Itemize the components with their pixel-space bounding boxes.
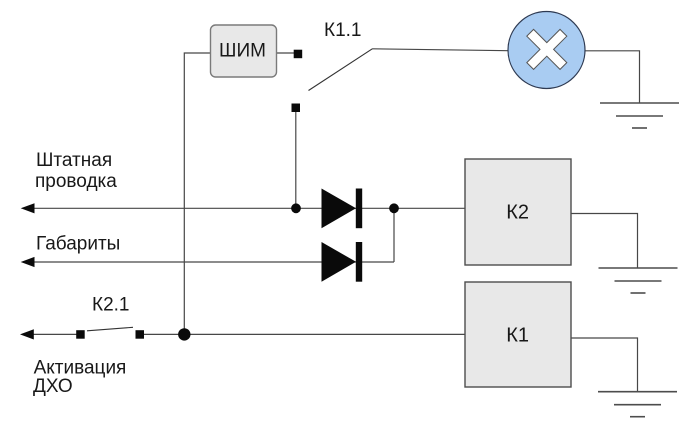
svg-text:ШИМ: ШИМ (219, 41, 266, 62)
svg-text:К2.1: К2.1 (92, 295, 129, 316)
svg-text:ДХО: ДХО (33, 376, 73, 397)
svg-text:проводка: проводка (35, 171, 117, 192)
svg-text:Штатная: Штатная (36, 150, 112, 171)
svg-text:Габариты: Габариты (36, 234, 120, 255)
svg-text:Активация: Активация (34, 358, 127, 379)
svg-text:К2: К2 (506, 201, 529, 223)
svg-text:К1.1: К1.1 (324, 20, 361, 41)
svg-text:К1: К1 (506, 324, 529, 346)
